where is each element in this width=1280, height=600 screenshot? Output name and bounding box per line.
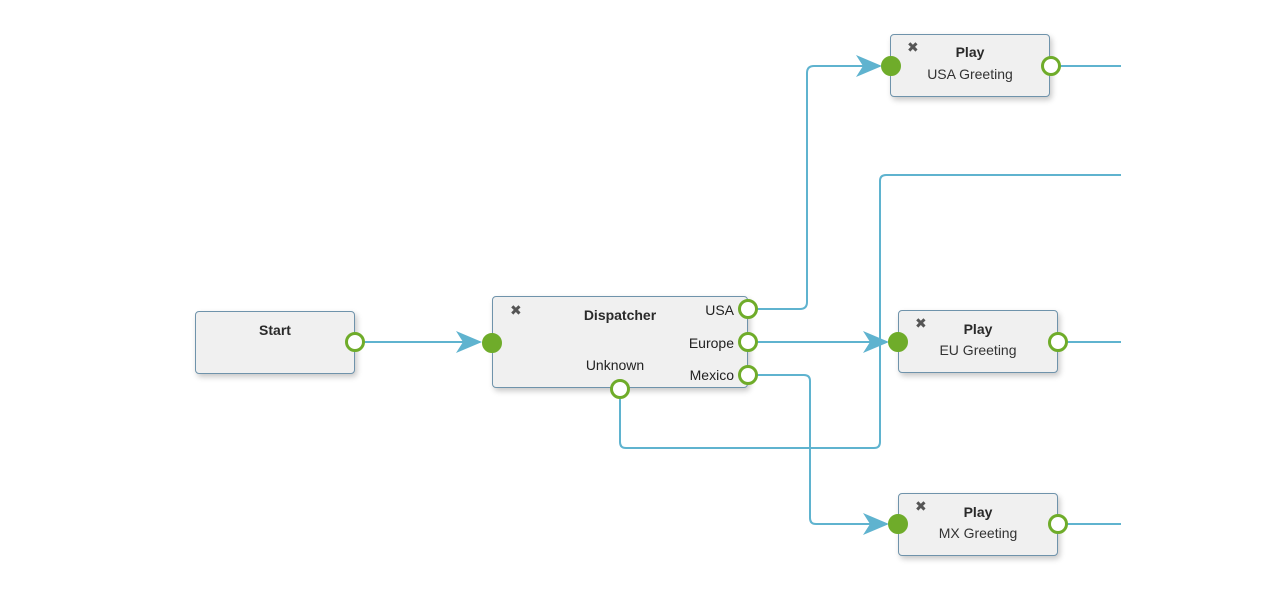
dispatcher-output-label-unknown: Unknown xyxy=(585,357,645,373)
play-usa-node-title: Play xyxy=(955,44,985,60)
close-icon[interactable]: ✖ xyxy=(915,499,927,515)
play-eu-node-subtitle: EU Greeting xyxy=(939,342,1017,358)
play-usa-node[interactable]: ✖ Play USA Greeting xyxy=(890,34,1050,97)
dispatcher-output-port-usa[interactable] xyxy=(738,299,758,319)
start-node-title: Start xyxy=(259,322,291,338)
connector-unknown-to-offscreen[interactable] xyxy=(619,174,1121,449)
play-mx-node-title: Play xyxy=(963,504,993,520)
connector-mexico-to-play-mx[interactable] xyxy=(757,374,889,535)
close-icon[interactable]: ✖ xyxy=(915,316,927,332)
dispatcher-output-port-unknown[interactable] xyxy=(610,379,630,399)
play-mx-node-subtitle: MX Greeting xyxy=(938,525,1018,541)
dispatcher-output-label-mexico: Mexico xyxy=(689,367,734,383)
dispatcher-node[interactable]: ✖ Dispatcher USA Europe Mexico Unknown xyxy=(492,296,748,388)
dispatcher-output-port-europe[interactable] xyxy=(738,332,758,352)
close-icon[interactable]: ✖ xyxy=(907,40,919,56)
dispatcher-output-label-usa: USA xyxy=(705,302,734,318)
play-eu-node[interactable]: ✖ Play EU Greeting xyxy=(898,310,1058,373)
play-eu-node-title: Play xyxy=(963,321,993,337)
play-mx-node[interactable]: ✖ Play MX Greeting xyxy=(898,493,1058,556)
play-usa-output-port[interactable] xyxy=(1041,56,1061,76)
play-usa-node-subtitle: USA Greeting xyxy=(927,66,1013,82)
play-eu-output-port[interactable] xyxy=(1048,332,1068,352)
dispatcher-output-port-mexico[interactable] xyxy=(738,365,758,385)
connector-usa-to-play-usa[interactable] xyxy=(757,55,882,310)
play-mx-input-port[interactable] xyxy=(888,514,908,534)
play-mx-output-port[interactable] xyxy=(1048,514,1068,534)
dispatcher-node-title: Dispatcher xyxy=(583,307,657,323)
start-output-port[interactable] xyxy=(345,332,365,352)
dispatcher-output-label-europe: Europe xyxy=(688,335,734,351)
start-node[interactable]: Start xyxy=(195,311,355,374)
play-eu-input-port[interactable] xyxy=(888,332,908,352)
close-icon[interactable]: ✖ xyxy=(510,303,522,319)
play-usa-input-port[interactable] xyxy=(881,56,901,76)
dispatcher-input-port[interactable] xyxy=(482,333,502,353)
